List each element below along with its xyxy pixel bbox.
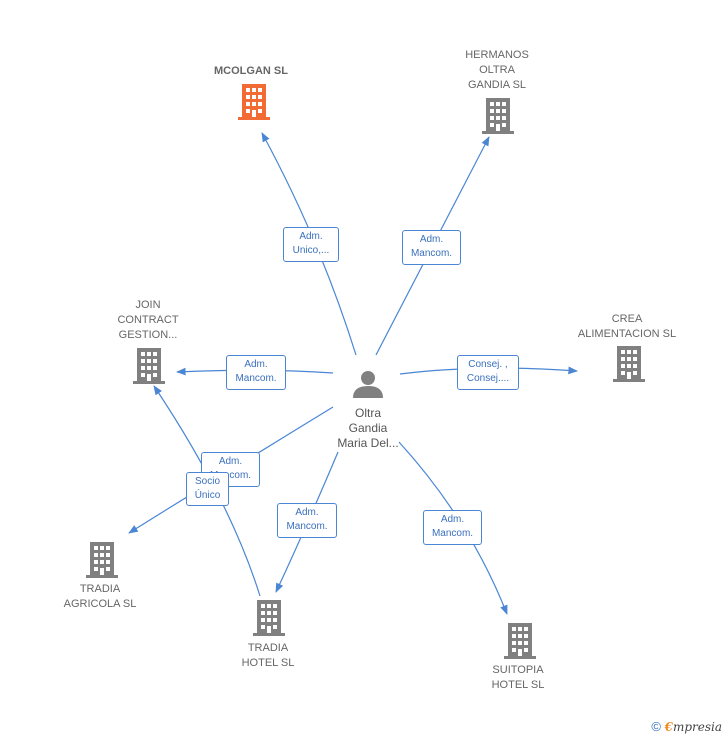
person-icon[interactable]	[353, 371, 383, 398]
building-icon[interactable]	[504, 623, 536, 659]
building-icon[interactable]	[86, 542, 118, 578]
person-label[interactable]: Oltra Gandia Maria Del...	[337, 406, 399, 450]
edge-label-hermanos: Adm. Mancom.	[402, 230, 461, 265]
node-label-hermanos[interactable]: HERMANOS OLTRA GANDIA SL	[465, 49, 529, 91]
node-label-tradia-agricola[interactable]: TRADIA AGRICOLA SL	[63, 583, 137, 610]
edge-label-socio: Socio Único	[186, 472, 229, 506]
building-icon[interactable]	[238, 84, 270, 120]
building-icon[interactable]	[133, 348, 165, 384]
node-label-join[interactable]: JOIN CONTRACT GESTION...	[117, 299, 179, 341]
building-icon[interactable]	[613, 346, 645, 382]
building-icon[interactable]	[482, 98, 514, 134]
edge-label-crea: Consej. , Consej....	[457, 355, 519, 390]
node-label-crea[interactable]: CREA ALIMENTACION SL	[577, 313, 677, 340]
node-label-mcolgan[interactable]: MCOLGAN SL	[214, 65, 288, 77]
copyright-icon: ©	[651, 719, 661, 734]
footer-brand: © €mpresia	[651, 719, 722, 734]
node-label-suitopia[interactable]: SUITOPIA HOTEL SL	[491, 664, 545, 691]
edge-label-hotel: Adm. Mancom.	[277, 503, 337, 538]
brand-logo[interactable]: €mpresia	[664, 720, 722, 734]
node-label-tradia-hotel[interactable]: TRADIA HOTEL SL	[241, 642, 295, 669]
building-icon[interactable]	[253, 600, 285, 636]
edge-label-mcolgan: Adm. Unico,...	[283, 227, 339, 262]
edge-label-join: Adm. Mancom.	[226, 355, 286, 390]
edge-label-suitopia: Adm. Mancom.	[423, 510, 482, 545]
